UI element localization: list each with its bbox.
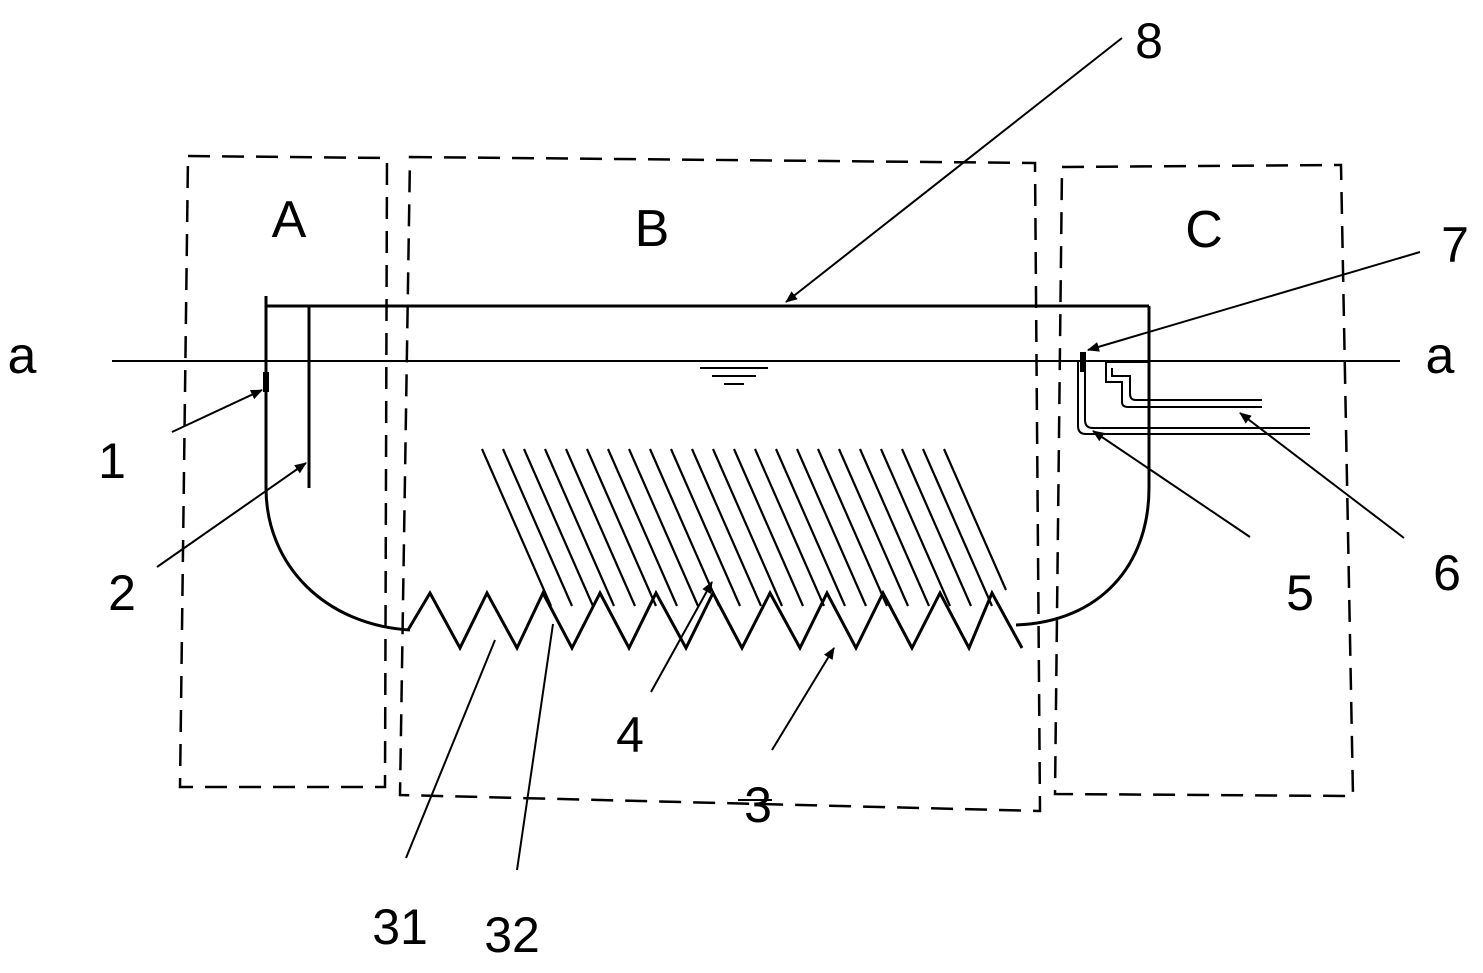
callout-3: 3 [744,777,772,833]
callout-7: 7 [1441,217,1469,273]
callout-5: 5 [1286,565,1314,621]
callout-32: 32 [484,907,540,963]
zone-label-c: C [1185,201,1223,259]
callout-2: 2 [108,565,136,621]
leader-lines [156,37,1421,871]
zone-b-boundary [398,155,1042,813]
water-level-icon [700,367,768,385]
zone-label-a: A [272,191,307,249]
zone-a-boundary [178,154,389,789]
zigzag-hopper-bottom [406,589,1024,652]
callout-31: 31 [372,899,428,955]
callout-6: 6 [1433,545,1461,601]
part-1-block [263,372,269,392]
section-mark-left: a [8,327,37,385]
callout-4: 4 [616,707,644,763]
callout-1: 1 [98,433,126,489]
part-7-block [1080,352,1086,372]
outlet-assembly [1077,352,1310,435]
zone-c-boundary [1053,163,1355,798]
section-mark-right: a [1426,327,1455,385]
callout-8: 8 [1135,13,1163,69]
tank-body [264,296,1151,632]
inclined-plates [480,448,1008,607]
zone-label-b: B [635,200,670,258]
